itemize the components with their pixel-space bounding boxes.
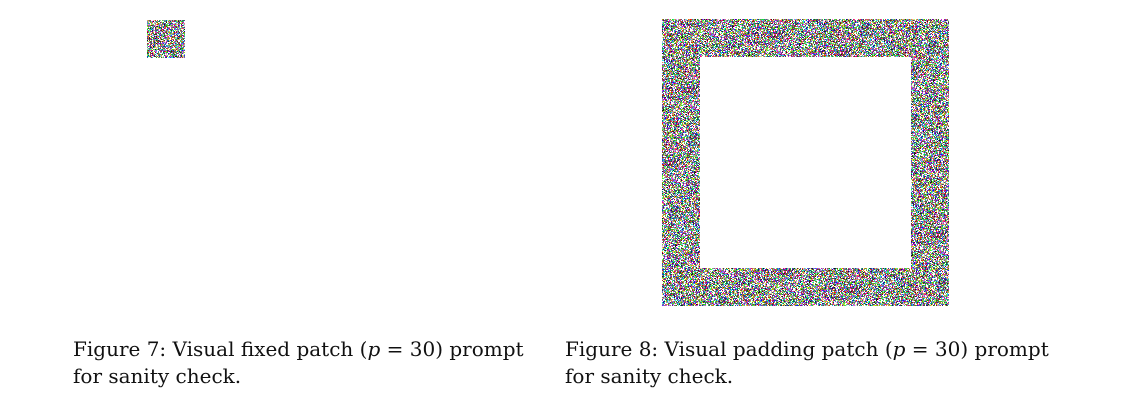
figure-8: Figure 8: Visual padding patch (p = 30) … [560, 0, 1144, 407]
figure-7: Figure 7: Visual fixed patch (p = 30) pr… [0, 0, 560, 407]
math-variable: p [892, 337, 906, 361]
caption-text: = 30) prompt [905, 337, 1049, 361]
math-variable: p [367, 337, 381, 361]
caption-text: Figure 7: Visual fixed patch ( [73, 337, 368, 361]
caption-line-1: Figure 7: Visual fixed patch (p = 30) pr… [73, 336, 524, 363]
caption-line-2: for sanity check. [565, 364, 734, 388]
caption-line-1: Figure 8: Visual padding patch (p = 30) … [565, 336, 1055, 363]
caption-text: Figure 8: Visual padding patch ( [565, 337, 893, 361]
caption-text: = 30) prompt [380, 337, 524, 361]
caption-line-2: for sanity check. [73, 364, 242, 388]
padding-noise-patch-image [662, 19, 949, 306]
figure-8-caption: Figure 8: Visual padding patch (p = 30) … [565, 336, 1055, 390]
fixed-noise-patch-image [147, 20, 185, 58]
figure-7-caption: Figure 7: Visual fixed patch (p = 30) pr… [73, 336, 524, 390]
